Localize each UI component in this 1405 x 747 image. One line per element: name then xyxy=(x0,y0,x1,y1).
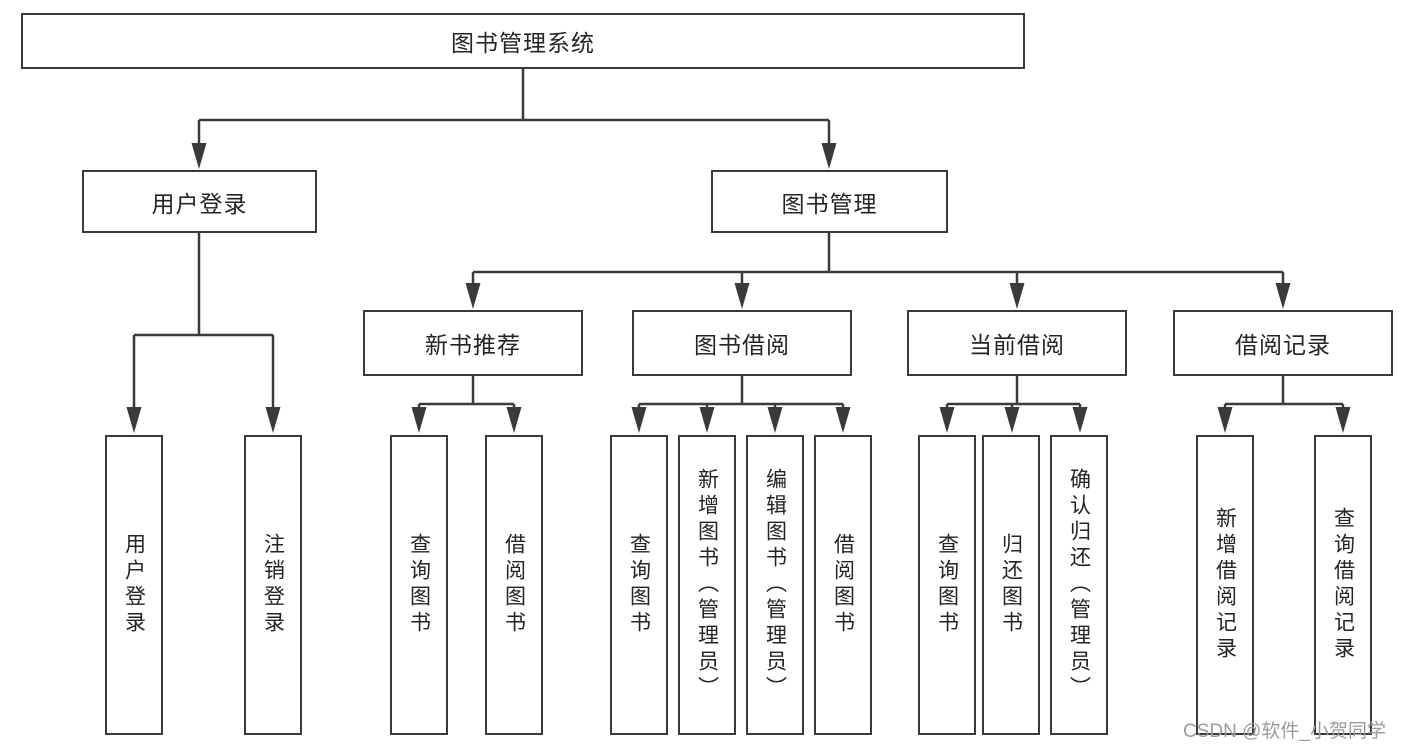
node-label: 图书借阅 xyxy=(694,332,790,358)
leaf-add-borrow-record: 新增借阅记录 xyxy=(1196,435,1254,735)
node-label: 借阅记录 xyxy=(1235,332,1331,358)
leaf-edit-books-admin: 编辑图书（管理员） xyxy=(746,435,804,735)
leaf-logout: 注销登录 xyxy=(244,435,302,735)
watermark: CSDN @软件_小贺同学 xyxy=(1183,721,1386,742)
node-label: 图书管理系统 xyxy=(451,30,595,56)
leaf-query-books-current: 查询图书 xyxy=(918,435,976,735)
leaf-query-borrow-record: 查询借阅记录 xyxy=(1314,435,1372,735)
leaf-query-books-borrowing: 查询图书 xyxy=(610,435,668,735)
node-current-borrowing: 当前借阅 xyxy=(907,310,1127,376)
node-label: 新书推荐 xyxy=(425,332,521,358)
node-label: 当前借阅 xyxy=(969,332,1065,358)
leaf-add-books-admin: 新增图书（管理员） xyxy=(678,435,736,735)
node-borrowing-records: 借阅记录 xyxy=(1173,310,1393,376)
leaf-borrow-books-recommend: 借阅图书 xyxy=(485,435,543,735)
node-book-borrowing: 图书借阅 xyxy=(632,310,852,376)
leaf-borrow-books-borrowing: 借阅图书 xyxy=(814,435,872,735)
leaf-return-books: 归还图书 xyxy=(982,435,1040,735)
node-user-login: 用户登录 xyxy=(82,170,317,233)
node-new-book-recommendation: 新书推荐 xyxy=(363,310,583,376)
node-library-management-system: 图书管理系统 xyxy=(21,13,1025,69)
leaf-confirm-return-admin: 确认归还（管理员） xyxy=(1050,435,1108,735)
node-label: 用户登录 xyxy=(151,190,248,217)
leaf-query-books-recommend: 查询图书 xyxy=(390,435,448,735)
node-book-management: 图书管理 xyxy=(711,170,948,233)
leaf-user-login: 用户登录 xyxy=(105,435,163,735)
node-label: 图书管理 xyxy=(781,190,878,217)
